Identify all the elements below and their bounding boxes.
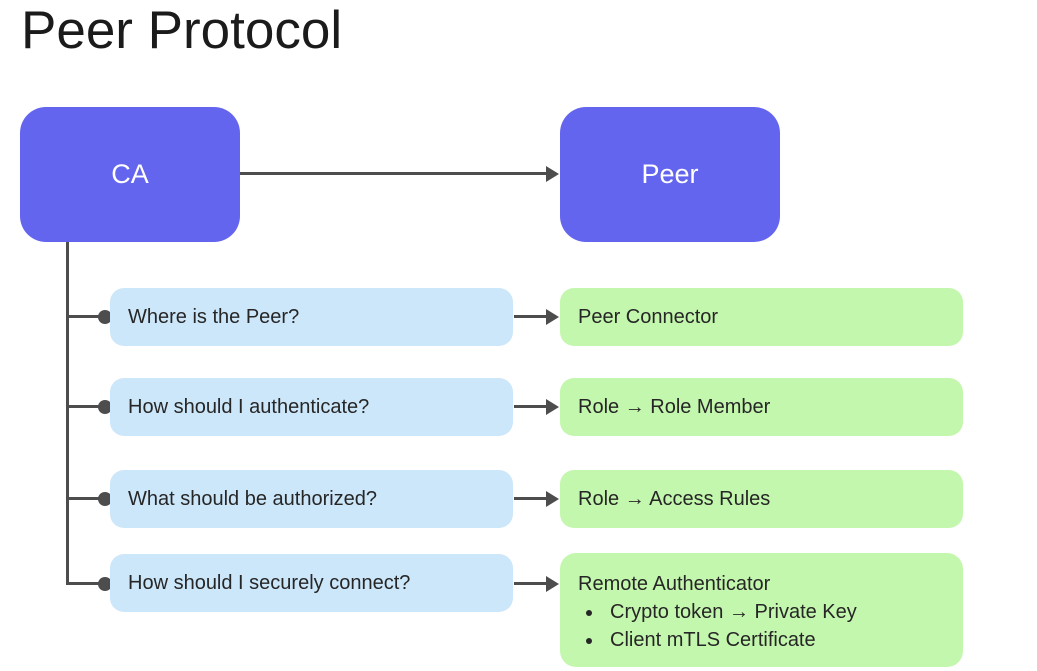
answer-label: Role → Role Member: [578, 395, 771, 418]
connector-ca-peer-arrowhead-icon: [546, 166, 559, 182]
answer-label: Peer Connector: [578, 305, 719, 328]
answer-arrowhead-icon: [546, 576, 559, 592]
page-title: Peer Protocol: [21, 1, 343, 60]
question-label: What should be authorized?: [128, 487, 378, 510]
tree-trunk-line: [66, 242, 69, 585]
node-ca: CA: [20, 107, 240, 242]
node-ca-label: CA: [111, 159, 149, 189]
branch-line: [66, 405, 103, 408]
answer-label: Role → Access Rules: [578, 487, 771, 510]
answer-bullet-list: Crypto token → Private Key Client mTLS C…: [578, 598, 949, 654]
node-peer-label: Peer: [641, 159, 699, 189]
node-peer: Peer: [560, 107, 780, 242]
question-label: How should I authenticate?: [128, 395, 370, 418]
answer-box-remote-authenticator: Remote Authenticator Crypto token → Priv…: [560, 553, 963, 667]
answer-heading: Remote Authenticator: [578, 573, 771, 595]
branch-dot-icon: [98, 492, 112, 506]
branch-line: [66, 582, 103, 585]
connector-ca-peer-line: [240, 172, 546, 175]
branch-line: [66, 315, 103, 318]
answer-arrowhead-icon: [546, 309, 559, 325]
question-box-authorized: What should be authorized?: [110, 470, 513, 528]
answer-arrow-line: [514, 315, 546, 318]
answer-arrow-line: [514, 582, 546, 585]
answer-bullet-item: Client mTLS Certificate: [604, 626, 949, 654]
question-label: How should I securely connect?: [128, 571, 411, 594]
answer-box-role-member: Role → Role Member: [560, 378, 963, 436]
answer-box-access-rules: Role → Access Rules: [560, 470, 963, 528]
answer-box-peer-connector: Peer Connector: [560, 288, 963, 346]
answer-arrow-line: [514, 497, 546, 500]
question-label: Where is the Peer?: [128, 305, 300, 328]
branch-line: [66, 497, 103, 500]
question-box-where-is-peer: Where is the Peer?: [110, 288, 513, 346]
branch-dot-icon: [98, 577, 112, 591]
answer-bullet-item: Crypto token → Private Key: [604, 598, 949, 626]
question-box-authenticate: How should I authenticate?: [110, 378, 513, 436]
answer-arrowhead-icon: [546, 491, 559, 507]
branch-dot-icon: [98, 310, 112, 324]
answer-arrow-line: [514, 405, 546, 408]
question-box-securely-connect: How should I securely connect?: [110, 554, 513, 612]
answer-arrowhead-icon: [546, 399, 559, 415]
branch-dot-icon: [98, 400, 112, 414]
